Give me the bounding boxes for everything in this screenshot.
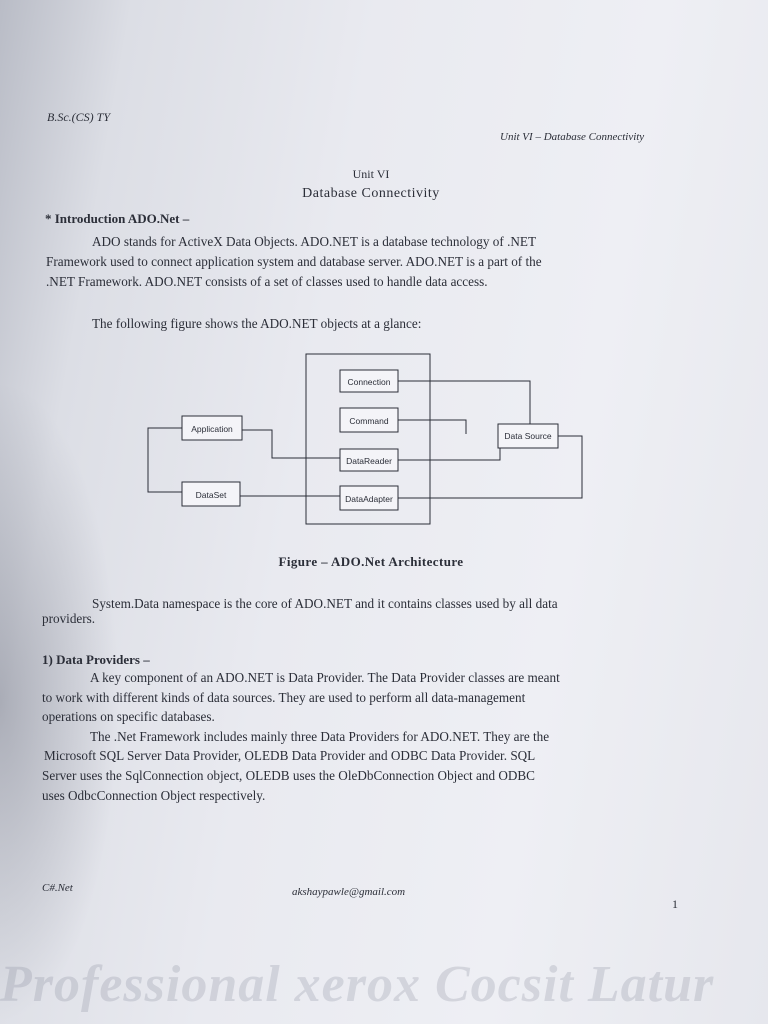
adapter-to-source-line — [398, 435, 583, 499]
unit-title: Unit VI — [352, 167, 390, 181]
connection-label: Connection — [347, 377, 390, 387]
providers-line-7: uses OdbcConnection Object respectively. — [42, 788, 266, 803]
provider-container — [305, 353, 431, 525]
application-label: Application — [191, 424, 233, 434]
intro-line-2: Framework used to connect application sy… — [46, 254, 542, 269]
xerox-watermark: Professional xerox Cocsit Latur — [0, 956, 715, 1013]
footer-subject: C#.Net — [42, 882, 73, 894]
providers-line-4: The .Net Framework includes mainly three… — [90, 729, 550, 744]
intro-line-1: ADO stands for ActiveX Data Objects. ADO… — [92, 234, 536, 249]
providers-line-3: operations on specific databases. — [42, 709, 215, 724]
providers-heading: 1) Data Providers – — [42, 652, 150, 667]
connection-to-source-line — [398, 380, 531, 424]
providers-line-5: Microsoft SQL Server Data Provider, OLED… — [44, 748, 536, 763]
topic-title: Database Connectivity — [302, 186, 440, 201]
providers-line-2: to work with different kinds of data sou… — [42, 690, 526, 705]
dataset-box — [181, 481, 241, 507]
dataset-label: DataSet — [196, 490, 227, 500]
dataadapter-label: DataAdapter — [345, 494, 393, 504]
namespace-line-2: providers. — [42, 611, 96, 626]
namespace-line-1: System.Data namespace is the core of ADO… — [92, 596, 558, 611]
intro-line-3: .NET Framework. ADO.NET consists of a se… — [46, 274, 488, 289]
ado-architecture-diagram: Connection Command DataReader DataAdapte… — [147, 353, 583, 525]
intro-heading: * Introduction ADO.Net – — [45, 211, 190, 226]
page-number: 1 — [672, 897, 678, 911]
unit-header: Unit VI – Database Connectivity — [500, 131, 645, 143]
providers-line-6: Server uses the SqlConnection object, OL… — [42, 768, 535, 783]
figure-intro: The following figure shows the ADO.NET o… — [92, 316, 422, 331]
course-header: B.Sc.(CS) TY — [47, 110, 110, 124]
datasource-box — [497, 423, 559, 449]
command-label: Command — [349, 416, 388, 426]
reader-to-source-line — [398, 448, 501, 461]
command-box — [339, 407, 399, 433]
figure-caption: Figure – ADO.Net Architecture — [278, 554, 464, 569]
datasource-label: Data Source — [504, 431, 552, 441]
application-to-reader-line — [242, 429, 340, 459]
footer-email: akshaypawle@gmail.com — [292, 886, 406, 898]
providers-line-1: A key component of an ADO.NET is Data Pr… — [90, 670, 560, 685]
application-to-dataset-line — [147, 427, 182, 493]
page-shadow — [0, 380, 120, 1024]
application-box — [181, 415, 243, 441]
command-line — [398, 419, 467, 434]
datareader-label: DataReader — [346, 456, 392, 466]
